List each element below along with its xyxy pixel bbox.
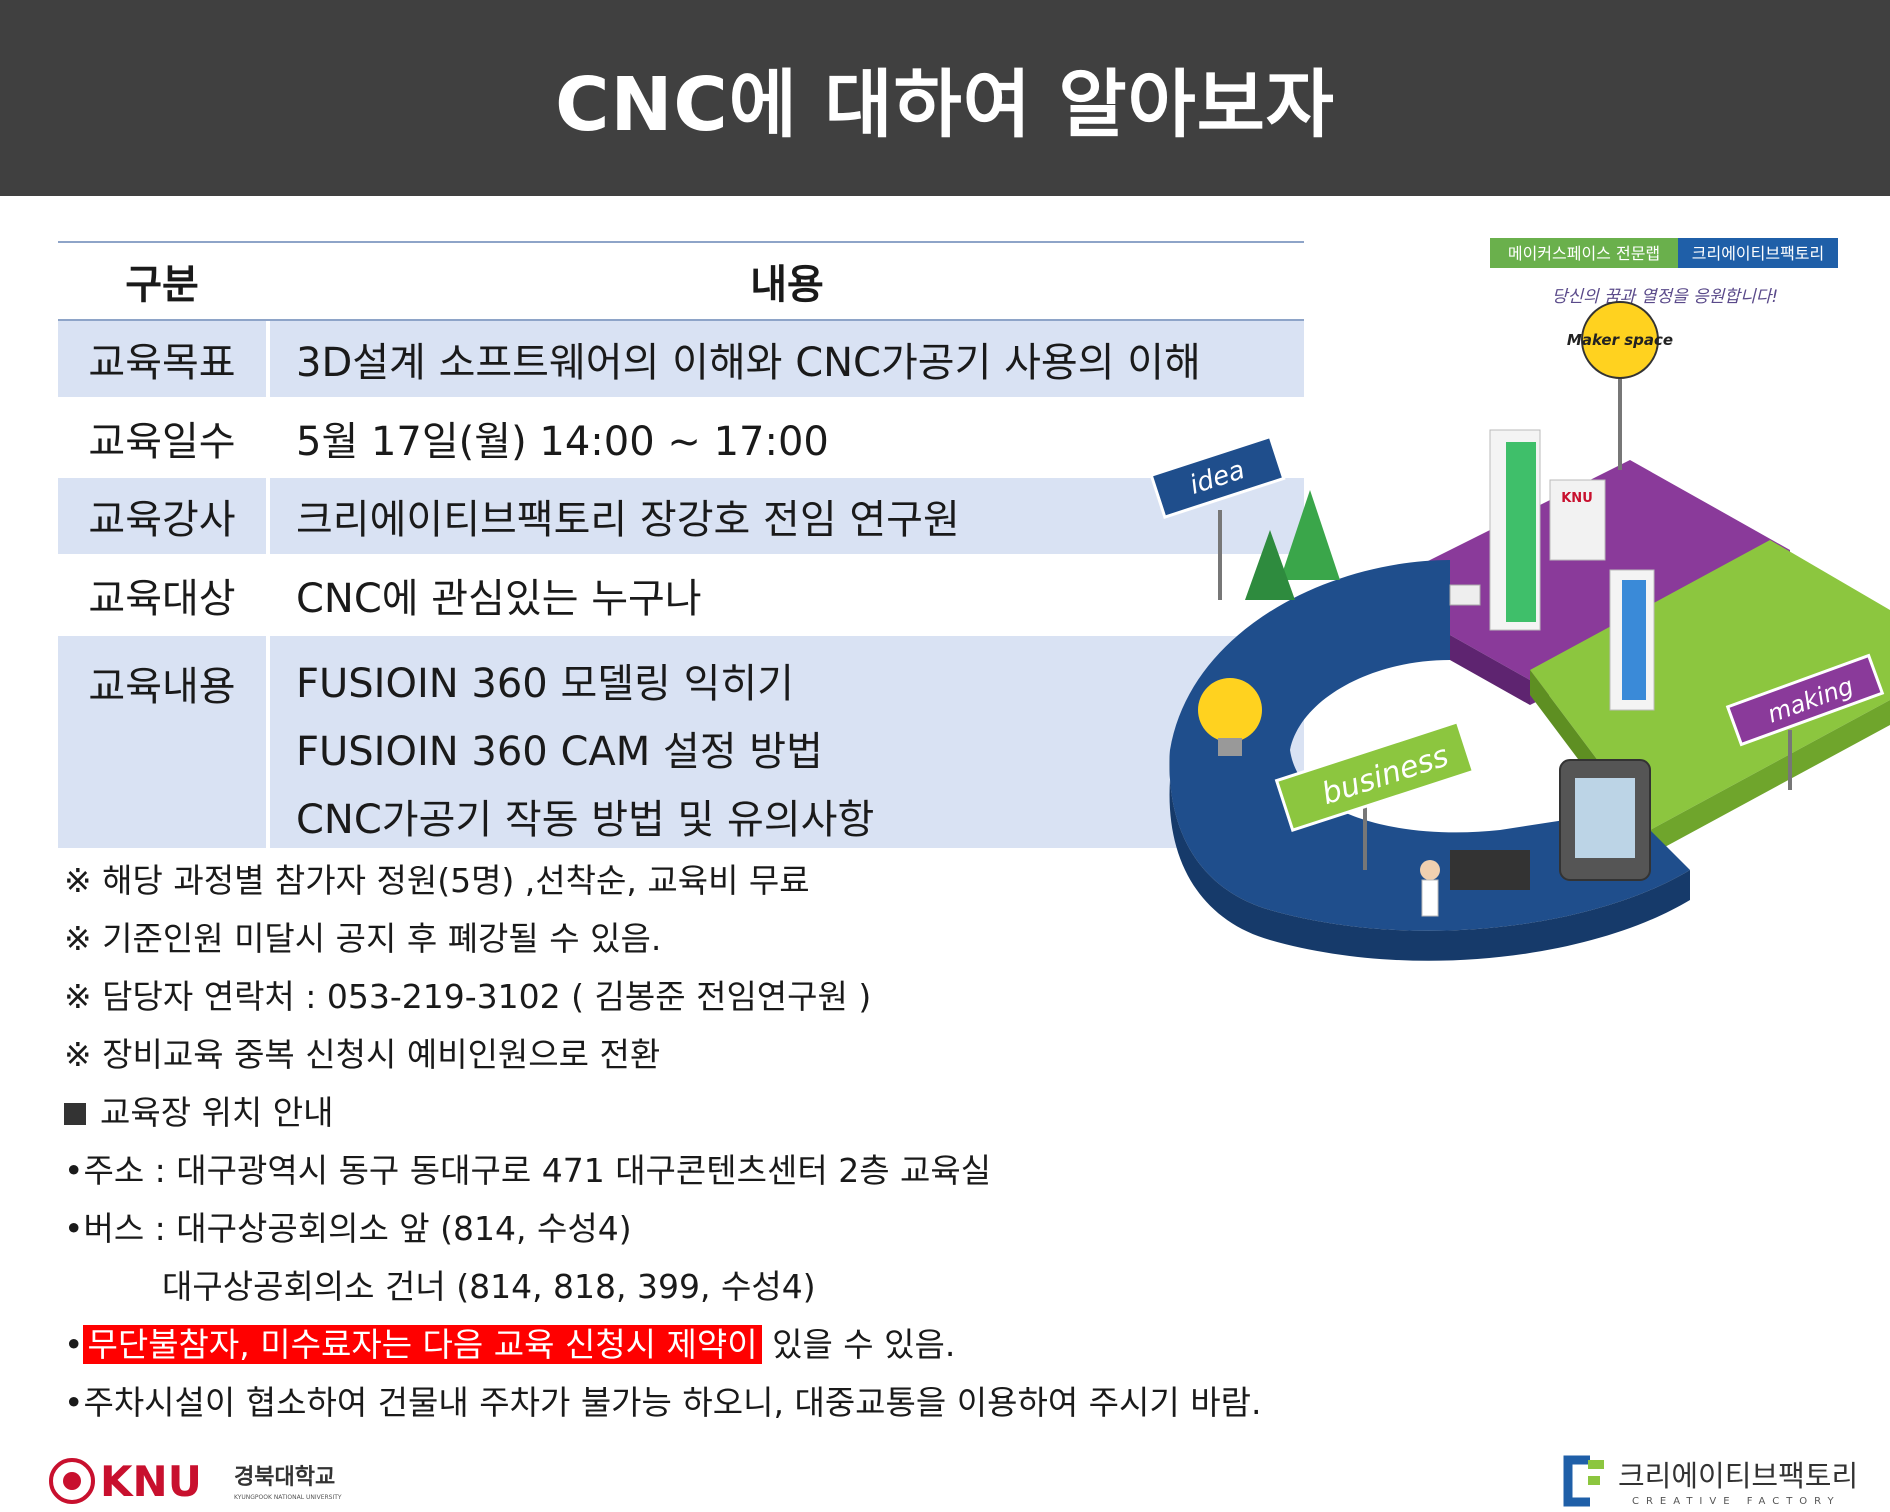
row-label: 교육강사 xyxy=(58,478,266,554)
knu-logo: KNU 경북대학교 KYUNGPOOK NATIONAL UNIVERSITY xyxy=(49,1457,342,1506)
green-platform-front xyxy=(1650,700,1890,855)
table-row-days: 교육일수 5월 17일(월) 14:00 ~ 17:00 xyxy=(58,401,1304,475)
col-header-category: 구분 xyxy=(125,262,199,308)
note-contact: ※ 담당자 연락처 : 053-219-3102 ( 김봉준 전임연구원 ) xyxy=(64,977,872,1016)
maker-space-sign xyxy=(1581,301,1659,379)
bullet: • xyxy=(64,1325,84,1364)
banner-right-bg xyxy=(1678,238,1838,268)
green-platform-top xyxy=(1530,540,1890,830)
col-header-content: 내용 xyxy=(750,262,824,308)
note-address: •주소 : 대구광역시 동구 동대구로 471 대구콘텐츠센터 2층 교육실 xyxy=(64,1151,992,1190)
lightbulb-icon xyxy=(1198,678,1262,742)
table-top-rule xyxy=(58,241,1304,243)
row-value: 크리에이티브팩토리 장강호 전임 연구원 xyxy=(270,478,1304,554)
note-capacity: ※ 해당 과정별 참가자 정원(5명) ,선착순, 교육비 무료 xyxy=(64,861,810,900)
page-header: CNC에 대하여 알아보자 xyxy=(0,0,1890,196)
banner-left-text: 메이커스페이스 전문랩 xyxy=(1508,244,1660,263)
knu-name-text: 경북대학교 xyxy=(234,1465,335,1490)
content-line: FUSIOIN 360 모델링 익히기 xyxy=(296,661,794,707)
building-glass xyxy=(1506,442,1536,622)
table-header-rule xyxy=(58,319,1304,321)
knu-logo-text: KNU xyxy=(100,1457,202,1506)
making-sign xyxy=(1725,653,1885,747)
lightbulb-base xyxy=(1218,738,1242,756)
creative-factory-logo: 크리에이티브팩토리 CREATIVE FACTORY xyxy=(1563,1455,1858,1507)
maker-space-text: Maker space xyxy=(1567,331,1673,349)
row-value-list: FUSIOIN 360 모델링 익히기 FUSIOIN 360 CAM 설정 방… xyxy=(270,636,1304,848)
table-row-instructor: 교육강사 크리에이티브팩토리 장강호 전임 연구원 xyxy=(58,478,1304,554)
tree-icon xyxy=(1245,530,1295,600)
person-icon xyxy=(1420,860,1440,880)
makerspace-illustration: 메이커스페이스 전문랩 크리에이티브팩토리 당신의 꿈과 열정을 응원합니다! … xyxy=(1150,238,1890,961)
knu-building xyxy=(1549,479,1606,561)
tower-glass xyxy=(1622,580,1646,700)
note-duplicate: ※ 장비교육 중복 신청시 예비인원으로 전환 xyxy=(64,1035,661,1074)
banner-left-bg xyxy=(1490,238,1678,268)
cf-sub-text: CREATIVE FACTORY xyxy=(1632,1496,1841,1507)
slogan-text: 당신의 꿈과 열정을 응원합니다! xyxy=(1552,287,1778,307)
row-label: 교육일수 xyxy=(88,419,236,465)
business-sign xyxy=(1274,720,1476,832)
knu-emblem-center xyxy=(63,1472,81,1490)
table-row-goal: 교육목표 3D설계 소프트웨어의 이해와 CNC가공기 사용의 이해 xyxy=(58,321,1304,397)
idea-sign xyxy=(1150,434,1286,519)
row-label: 교육목표 xyxy=(58,321,266,397)
note-parking: •주차시설이 협소하여 건물내 주차가 불가능 하오니, 대중교통을 이용하여 … xyxy=(64,1383,1262,1422)
cnc-machine-window xyxy=(1575,778,1635,858)
tree-icon xyxy=(1280,490,1340,580)
row-value: CNC에 관심있는 누구나 xyxy=(296,576,702,622)
location-heading-text: 교육장 위치 안내 xyxy=(100,1093,334,1132)
warning-highlight: 무단불참자, 미수료자는 다음 교육 신청시 제약이 xyxy=(83,1325,762,1364)
note-bus: •버스 : 대구상공회의소 앞 (814, 수성4) xyxy=(64,1209,632,1248)
note-cancel: ※ 기준인원 미달시 공지 후 폐강될 수 있음. xyxy=(64,919,662,958)
person-body xyxy=(1421,879,1439,917)
small-house xyxy=(1449,584,1481,606)
row-label: 교육내용 xyxy=(58,636,266,848)
location-heading: 교육장 위치 안내 xyxy=(64,1084,1324,1142)
cf-logo-f-top xyxy=(1588,1460,1604,1469)
content-line: FUSIOIN 360 CAM 설정 방법 xyxy=(296,729,823,775)
cf-name-text: 크리에이티브팩토리 xyxy=(1618,1459,1858,1493)
purple-platform-top xyxy=(1370,460,1790,680)
table-row-target: 교육대상 CNC에 관심있는 누구나 xyxy=(58,558,1304,632)
notes-section: ※ 해당 과정별 참가자 정원(5명) ,선착순, 교육비 무료 ※ 기준인원 … xyxy=(64,852,1324,1432)
table-row-content: 교육내용 FUSIOIN 360 모델링 익히기 FUSIOIN 360 CAM… xyxy=(58,636,1304,848)
page-title: CNC에 대하여 알아보자 xyxy=(555,61,1335,148)
building-logo-text: KNU xyxy=(1561,491,1593,506)
banner-right-text: 크리에이티브팩토리 xyxy=(1692,244,1824,263)
knu-sub-text: KYUNGPOOK NATIONAL UNIVERSITY xyxy=(234,1494,342,1501)
table-header: 구분 내용 xyxy=(58,243,1304,319)
desk-icon xyxy=(1450,850,1530,890)
warning-rest: 있을 수 있음. xyxy=(761,1325,956,1364)
row-value: 5월 17일(월) 14:00 ~ 17:00 xyxy=(296,419,829,465)
note-warning: •무단불참자, 미수료자는 다음 교육 신청시 제약이 있을 수 있음. xyxy=(64,1316,1324,1374)
cf-logo-c-icon xyxy=(1563,1455,1590,1507)
content-line: CNC가공기 작동 방법 및 유의사항 xyxy=(296,797,875,843)
note-bus-2: 대구상공회의소 건너 (814, 818, 399, 수성4) xyxy=(162,1267,816,1306)
row-label: 교육대상 xyxy=(88,576,236,622)
cf-logo-f-mid xyxy=(1588,1476,1600,1485)
square-bullet-icon xyxy=(64,1103,86,1125)
knu-emblem-icon xyxy=(49,1458,95,1504)
row-value: 3D설계 소프트웨어의 이해와 CNC가공기 사용의 이해 xyxy=(270,321,1304,397)
